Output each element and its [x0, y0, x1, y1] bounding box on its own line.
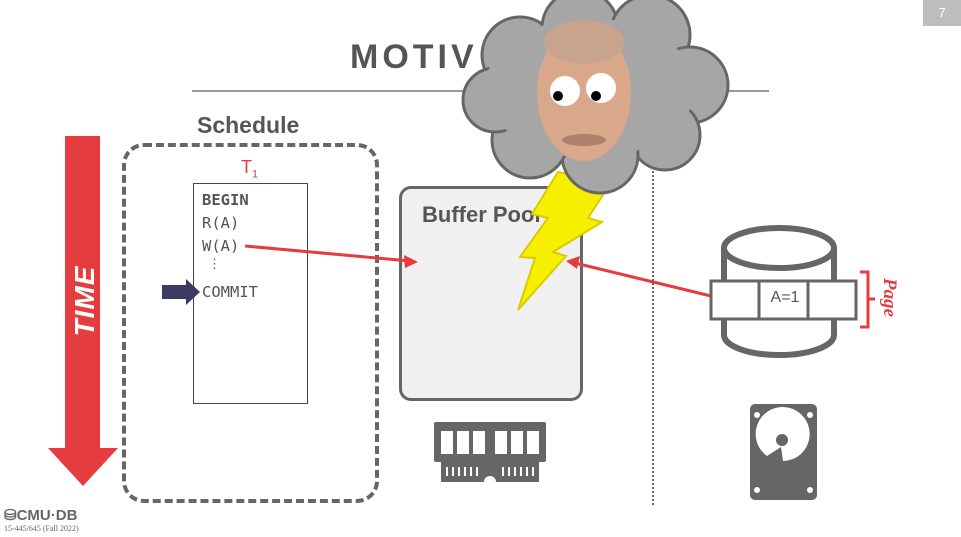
- write-arrow: [244, 244, 418, 268]
- transaction-label: T1: [241, 157, 258, 181]
- time-arrow-head: [48, 448, 118, 486]
- page-bracket-icon: [860, 270, 875, 329]
- schedule-label: Schedule: [197, 112, 300, 138]
- slide-number: 7: [923, 0, 961, 26]
- transaction-subscript: 1: [252, 168, 259, 181]
- page-cell-value: A=1: [770, 289, 800, 306]
- page-load-arrow: [566, 256, 712, 298]
- cmu-db-logo: ⛁CMU·DB: [4, 506, 77, 524]
- transaction-name: T: [241, 157, 252, 177]
- database-logo-icon: ⛁: [4, 507, 17, 524]
- schedule-container: [122, 143, 379, 503]
- op-ellipsis: ⋮: [208, 257, 221, 272]
- disk-page: [709, 279, 858, 321]
- hard-drive-icon: [750, 404, 817, 500]
- face-overlay: [537, 20, 631, 161]
- logo-text: CMU·DB: [16, 507, 78, 524]
- op-write: W(A): [202, 237, 240, 255]
- current-operation-pointer-icon: [162, 279, 200, 305]
- op-begin: BEGIN: [202, 191, 249, 209]
- lightning-bolt-icon: [517, 170, 612, 311]
- op-commit: COMMIT: [202, 283, 258, 301]
- googly-eye-right-icon: [586, 73, 616, 103]
- op-read: R(A): [202, 214, 240, 232]
- memory-disk-divider: [652, 160, 654, 505]
- page-label: Page: [879, 278, 900, 318]
- course-label: 15-445/645 (Fall 2022): [4, 524, 79, 533]
- googly-eye-left-icon: [550, 76, 580, 106]
- memory-chip-icon: [434, 422, 546, 488]
- slide-title: MOTIV: [350, 38, 478, 76]
- buffer-pool-label: Buffer Pool: [422, 202, 541, 227]
- time-arrow: [65, 136, 100, 448]
